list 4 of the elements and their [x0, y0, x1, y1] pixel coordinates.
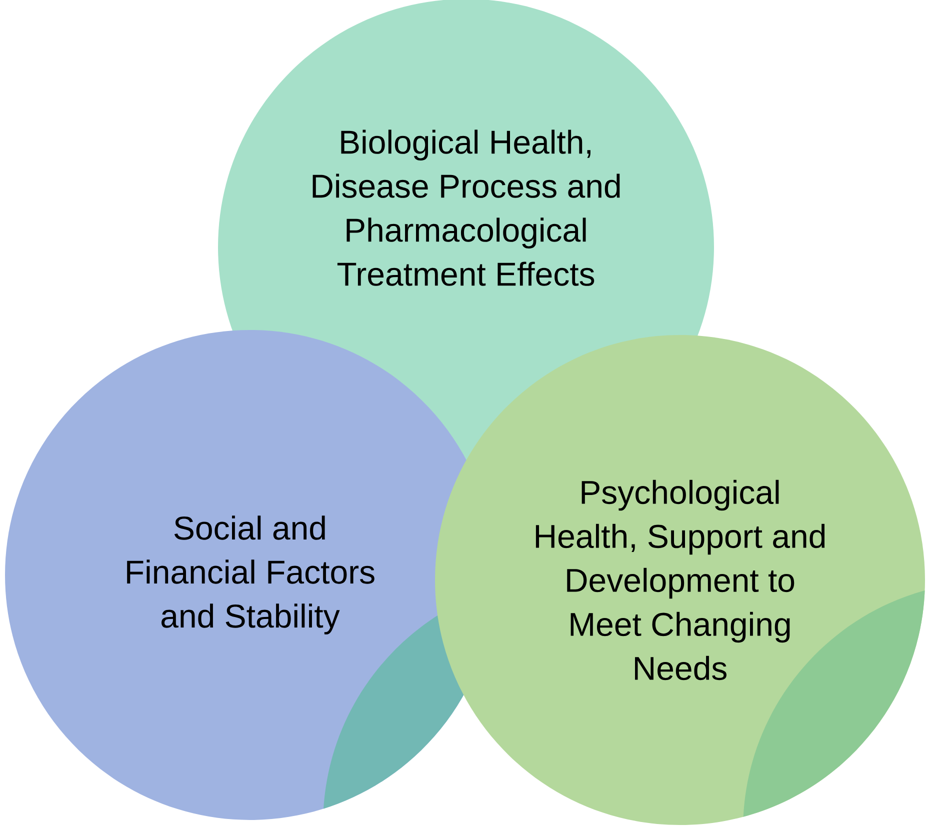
node-label: Needs: [635, 656, 726, 680]
node-label: Health, Support and: [536, 524, 825, 555]
node-label: Social and Financial Factors and Stability: [127, 516, 374, 634]
node-label: Development to: [567, 568, 794, 599]
